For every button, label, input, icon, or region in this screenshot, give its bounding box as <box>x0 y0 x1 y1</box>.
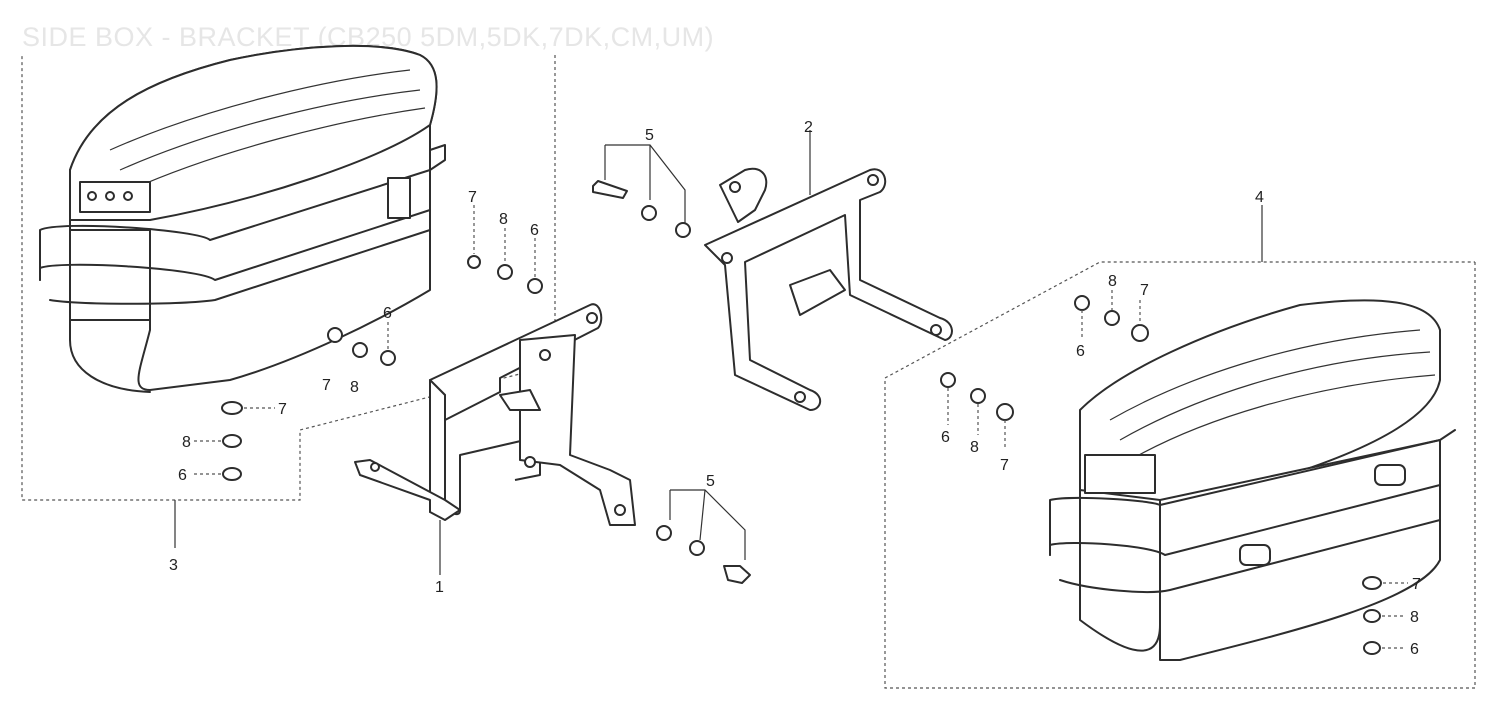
left-box-hardware <box>194 205 543 481</box>
callout-1: 1 <box>435 579 444 596</box>
left-side-box <box>39 44 446 393</box>
callout-6-right-mid: 6 <box>941 429 950 446</box>
callout-2: 2 <box>804 119 813 136</box>
fastener-set-5-bottom <box>656 489 751 584</box>
right-box-frame <box>884 261 1476 689</box>
bracket-part-1 <box>354 303 636 575</box>
callout-3: 3 <box>169 557 178 574</box>
callout-7-left: 7 <box>278 401 287 418</box>
callout-7-right-bottom: 7 <box>1412 576 1421 593</box>
callout-7-mid: 7 <box>322 377 331 394</box>
callout-7-upper: 7 <box>468 189 477 206</box>
bracket-part-2 <box>704 130 953 411</box>
callout-8-right-bottom: 8 <box>1410 609 1419 626</box>
callout-6-upper: 6 <box>530 222 539 239</box>
callout-8-upper: 8 <box>499 211 508 228</box>
left-box-frame <box>21 55 556 501</box>
callout-5-top: 5 <box>645 127 654 144</box>
callout-6-right-bottom: 6 <box>1410 641 1419 658</box>
right-side-box <box>1049 299 1456 661</box>
callout-5-bottom: 5 <box>706 473 715 490</box>
callout-6-left: 6 <box>178 467 187 484</box>
callout-8-right-mid: 8 <box>970 439 979 456</box>
callout-4: 4 <box>1255 189 1264 206</box>
callout-8-mid: 8 <box>350 379 359 396</box>
callout-6-mid: 6 <box>383 305 392 322</box>
callout-8-left: 8 <box>182 434 191 451</box>
callout-8-right-top: 8 <box>1108 273 1117 290</box>
callout-7-right-mid: 7 <box>1000 457 1009 474</box>
fastener-set-5-top <box>592 144 691 238</box>
right-box-hardware <box>940 290 1408 655</box>
callout-7-right-top: 7 <box>1140 282 1149 299</box>
callout-6-right-top: 6 <box>1076 343 1085 360</box>
